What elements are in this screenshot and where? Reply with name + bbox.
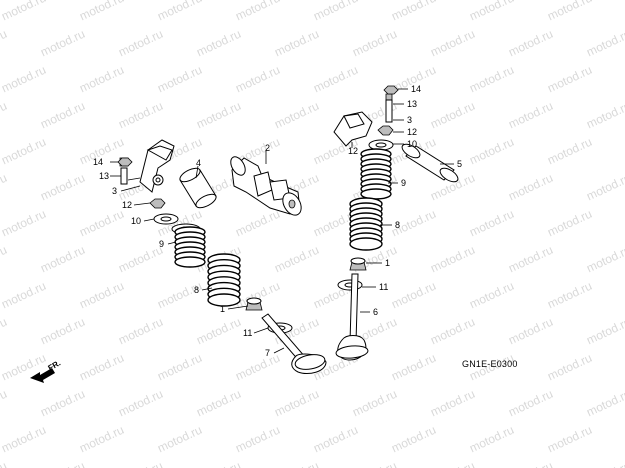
right-valve-seal-washer: [337, 279, 363, 291]
front-direction-indicator: FR.: [30, 358, 62, 383]
callout-10-left: 10: [131, 216, 141, 226]
callout-1-left: 1: [220, 304, 225, 314]
right-rocker-arm: [333, 111, 373, 147]
callout-8-right: 8: [395, 220, 400, 230]
callout-5: 5: [457, 159, 462, 169]
left-rocker-nut: [149, 198, 166, 209]
callout-12-left: 12: [122, 200, 132, 210]
spring-coil: [349, 237, 383, 251]
right-rocker-nut: [377, 125, 394, 136]
callout-4: 4: [196, 158, 201, 168]
diagram-reference-code: GN1E-E0300: [462, 359, 518, 369]
left-shim-washer: [153, 213, 179, 225]
callout-9-right: 9: [401, 178, 406, 188]
left-rocker-shaft: [179, 167, 217, 209]
callout-8-left: 8: [194, 285, 199, 295]
front-label: FR.: [47, 358, 63, 372]
callout-14-left: 14: [93, 157, 103, 167]
callout-12-right-upper: 12: [407, 127, 417, 137]
spring-coil: [207, 293, 241, 307]
right-adjust-screw: [385, 93, 393, 123]
front-arrow-icon: [30, 368, 55, 383]
callout-6: 6: [373, 307, 378, 317]
callout-12-right-lower: 12: [348, 146, 358, 156]
callout-14-right: 14: [411, 84, 421, 94]
left-rocker-arm: [139, 139, 175, 193]
right-lock-nut: [383, 85, 399, 95]
callout-2: 2: [265, 143, 270, 153]
leader-lines: [110, 88, 454, 354]
right-inner-spring: [349, 197, 383, 251]
callout-1-right: 1: [385, 258, 390, 268]
spring-coil: [174, 256, 206, 268]
camshaft: [230, 156, 302, 216]
callout-3-right: 3: [407, 115, 412, 125]
callout-3-left: 3: [112, 186, 117, 196]
callout-9-left: 9: [159, 239, 164, 249]
left-inner-spring: [207, 253, 241, 307]
callout-7: 7: [265, 348, 270, 358]
callout-13-right: 13: [407, 99, 417, 109]
left-outer-spring: [174, 226, 206, 268]
callout-13-left: 13: [99, 171, 109, 181]
right-shim-washer: [368, 139, 394, 151]
callout-labels: 14 13 3 4 12 10 2 9 8 1 11 7 14 13 3 12 …: [93, 84, 462, 358]
callout-11-left: 11: [243, 328, 252, 338]
left-lock-nut: [117, 157, 133, 167]
right-rocker-shaft: [401, 143, 459, 183]
callout-11-right: 11: [379, 282, 388, 292]
right-valve: [335, 273, 369, 361]
left-valve: [261, 313, 327, 375]
callout-10-right: 10: [407, 139, 417, 149]
right-outer-spring: [360, 148, 392, 200]
right-valve-seal: [349, 257, 367, 271]
left-valve-seal: [245, 297, 263, 311]
